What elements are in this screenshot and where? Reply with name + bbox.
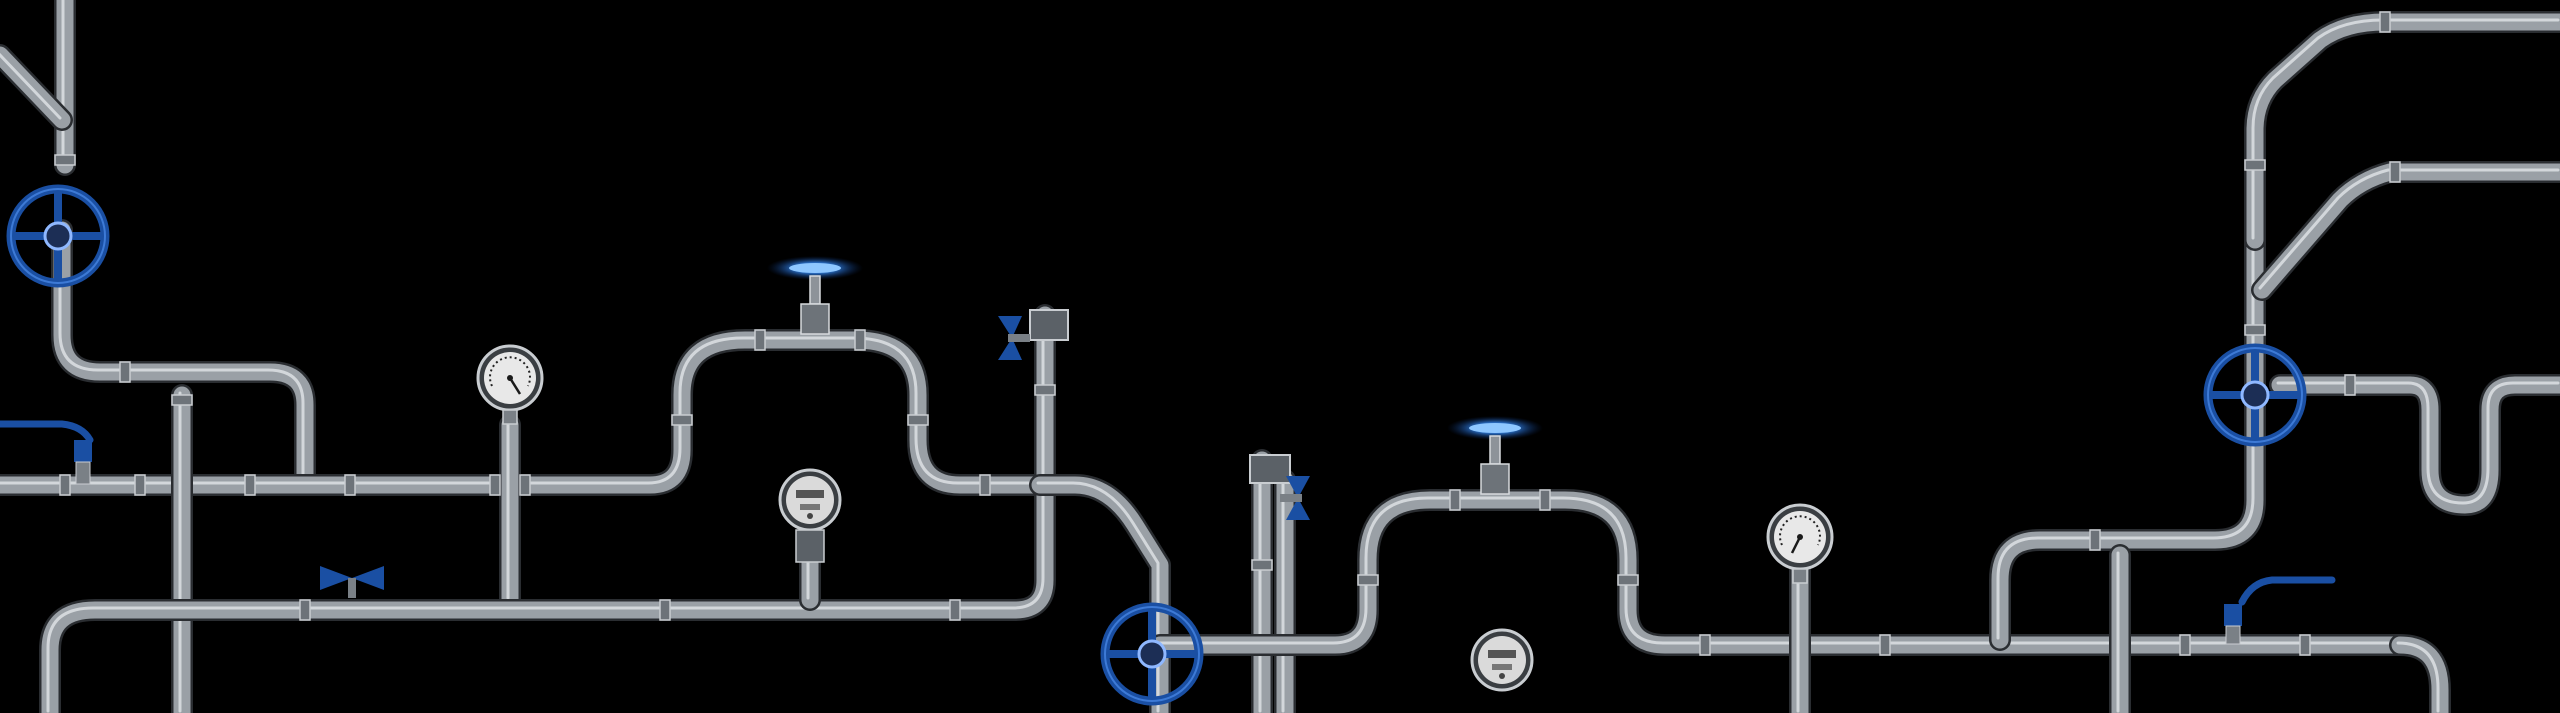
valve-handwheel-icon[interactable] <box>6 184 110 288</box>
pipe-highlight <box>1036 481 1160 713</box>
pipe-highlight <box>0 52 62 120</box>
flange <box>1879 634 1891 656</box>
flange <box>134 474 146 496</box>
butterfly-valve-handle-icon[interactable] <box>320 566 384 598</box>
flange <box>2244 159 2266 171</box>
flange <box>1699 634 1711 656</box>
lever-valve-handle-icon[interactable] <box>2224 576 2336 645</box>
flange <box>244 474 256 496</box>
pipe-segment-center-verticals <box>1251 449 1296 713</box>
pipe-highlight <box>1156 496 2400 645</box>
flange <box>2089 529 2101 551</box>
flange <box>754 329 766 351</box>
flange <box>1539 489 1551 511</box>
pipe-segment-right-middle <box>2269 374 2560 516</box>
flange <box>1449 489 1461 511</box>
butterfly-valve-handle-icon[interactable] <box>1280 476 1310 520</box>
pipe-segment-gauge-stem <box>499 414 521 611</box>
flange <box>671 414 693 426</box>
flange <box>519 474 531 496</box>
flange <box>59 474 71 496</box>
water-meter-icon <box>1470 628 1534 692</box>
pipe-highlight <box>58 226 305 480</box>
pipe-highlight <box>2396 641 2440 713</box>
flange <box>949 599 961 621</box>
flange <box>344 474 356 496</box>
pipe-highlight <box>46 311 1045 713</box>
water-meter-icon <box>778 468 842 563</box>
pipe-segment-left-loop <box>51 219 316 491</box>
flange <box>979 474 991 496</box>
pipe-body <box>41 306 1054 713</box>
standpipes <box>1029 309 1291 484</box>
flange <box>1357 574 1379 586</box>
butterfly-valve-handle-icon[interactable] <box>998 316 1030 360</box>
flange <box>2344 374 2356 396</box>
flange <box>2244 324 2266 336</box>
valve-handwheel-icon[interactable] <box>1100 602 1204 706</box>
flange <box>119 361 131 383</box>
standpipe-cap <box>1029 309 1069 341</box>
pipe-segment-main-center <box>1149 489 2411 656</box>
flange <box>2299 634 2311 656</box>
gate-valve-glow-icon[interactable] <box>767 256 863 335</box>
pipe-segment-right-main-vertical <box>2244 11 2560 251</box>
standpipe-cap <box>1249 454 1291 484</box>
pipe-body <box>2253 163 2560 299</box>
pipe-segment-cross-down <box>1029 474 1171 713</box>
pressure-gauge-icon <box>476 344 544 425</box>
pipe-highlight <box>2251 18 2560 240</box>
pipe-shadow <box>2269 374 2560 516</box>
pipe-body <box>1991 231 2264 649</box>
valve-handwheel-icon[interactable] <box>2203 343 2307 447</box>
lever-valve-handle-icon[interactable] <box>0 420 94 485</box>
pipe-segment-right-upper-diag <box>2251 161 2560 301</box>
pipe-segment-center-gauge-stem <box>1789 559 1811 713</box>
flange <box>54 154 76 166</box>
pipe-segment-left-drop <box>171 384 193 713</box>
pipe-flanges <box>54 11 2401 656</box>
pipe-segment-lower-left <box>39 304 1056 713</box>
pipe-segment-right-drop <box>2109 544 2131 713</box>
gate-valve-glow-icon[interactable] <box>1447 416 1543 495</box>
flange <box>659 599 671 621</box>
flange <box>489 474 501 496</box>
flange <box>171 394 193 406</box>
pipe-segment-left-vertical-top <box>0 0 76 176</box>
flange <box>2379 11 2391 33</box>
flange <box>854 329 866 351</box>
flange <box>2389 161 2401 183</box>
pipe-body <box>2246 13 2560 249</box>
pipe-highlight <box>0 336 1040 485</box>
flange <box>907 414 929 426</box>
flange <box>1617 574 1639 586</box>
pressure-gauge-icon <box>1766 503 1834 584</box>
pipe-shadow <box>1029 474 1171 713</box>
pipe-highlight <box>2276 381 2560 505</box>
flange <box>1251 559 1273 571</box>
flange <box>1034 384 1056 396</box>
pipe-highlight <box>2258 168 2560 290</box>
pipe-segment-right-branch <box>1989 229 2266 651</box>
pipe-highlight <box>1996 236 2255 640</box>
flange <box>299 599 311 621</box>
pipe-segment-right-lower <box>2389 634 2451 713</box>
flange <box>2179 634 2191 656</box>
